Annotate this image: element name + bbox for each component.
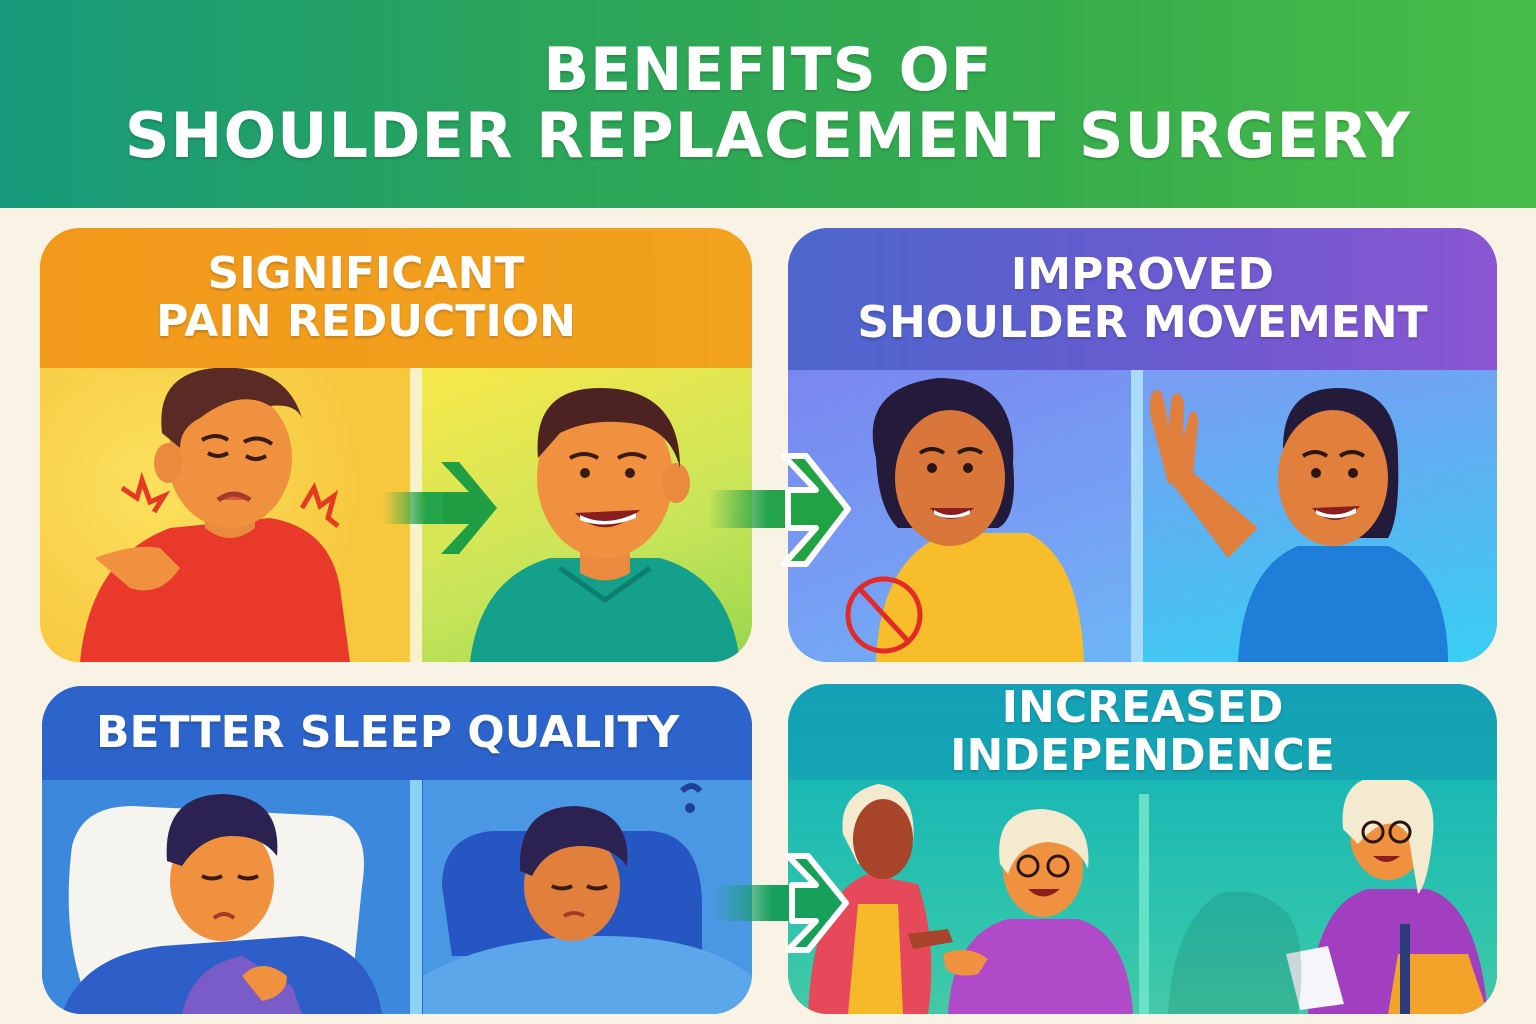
panel-title: BETTER SLEEP QUALITY: [42, 686, 752, 780]
title-line-2: SHOULDER REPLACEMENT SURGERY: [124, 98, 1412, 172]
panel-title: IMPROVED SHOULDER MOVEMENT: [788, 228, 1497, 370]
woman-raising-arm-icon: [1149, 388, 1448, 662]
panel-title-line-1: SIGNIFICANT: [207, 247, 525, 299]
panel-pain-reduction: SIGNIFICANT PAIN REDUCTION: [40, 228, 752, 662]
scene-divider: [1131, 370, 1143, 662]
sleep-quality-illustration: [62, 783, 752, 1014]
panel-title-line-2: PAIN REDUCTION: [156, 296, 576, 347]
panel-independence: INCREASED INDEPENDENCE: [788, 684, 1497, 1014]
arrow-right-icon: [383, 462, 497, 554]
panel-title-line-2: INDEPENDENCE: [950, 730, 1335, 781]
scene-divider: [1139, 794, 1149, 1014]
helper-elderly-woman-icon: [943, 809, 1133, 1014]
panel-shoulder-movement: IMPROVED SHOULDER MOVEMENT: [788, 228, 1497, 662]
panel-sleep-quality: BETTER SLEEP QUALITY: [42, 686, 752, 1014]
resting-sleeper-icon: [423, 783, 752, 1014]
panel-title-line-1: BETTER SLEEP QUALITY: [96, 706, 680, 758]
restless-sleeper-icon: [62, 794, 382, 1014]
page-title: BENEFITS OF SHOULDER REPLACEMENT SURGERY: [125, 38, 1411, 170]
panel-title: INCREASED INDEPENDENCE: [788, 684, 1497, 780]
arrow-right-icon: [708, 453, 851, 567]
independent-elderly-woman-icon: [1286, 775, 1488, 1014]
title-line-1: BENEFITS OF: [543, 35, 993, 106]
header-banner: BENEFITS OF SHOULDER REPLACEMENT SURGERY: [0, 0, 1536, 208]
man-in-pain-icon: [80, 367, 350, 662]
scene-divider: [410, 780, 422, 1014]
pain-reduction-illustration: [80, 367, 740, 662]
panel-title-line-1: INCREASED: [1001, 684, 1284, 733]
happy-man-icon: [470, 388, 740, 662]
independence-illustration: [808, 775, 1488, 1014]
panel-title: SIGNIFICANT PAIN REDUCTION: [40, 228, 752, 368]
background-silhouette: [1168, 891, 1302, 1014]
woman-restricted-icon: [845, 378, 1084, 662]
shoulder-movement-illustration: [845, 378, 1448, 662]
panel-title-line-1: IMPROVED: [1010, 248, 1275, 300]
panel-title-line-2: SHOULDER MOVEMENT: [857, 297, 1428, 348]
arrow-right-icon: [712, 853, 849, 953]
